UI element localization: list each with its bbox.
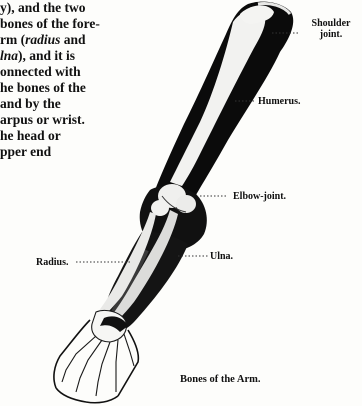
ulna-label: Ulna. bbox=[210, 251, 233, 262]
elbow-joint-label: Elbow-joint. bbox=[233, 191, 286, 202]
radius-label: Radius. bbox=[36, 257, 69, 268]
shoulder-joint-label: Shoulder joint. bbox=[304, 18, 358, 40]
figure-caption: Bones of the Arm. bbox=[180, 374, 261, 385]
humerus-label: Humerus. bbox=[258, 96, 301, 107]
